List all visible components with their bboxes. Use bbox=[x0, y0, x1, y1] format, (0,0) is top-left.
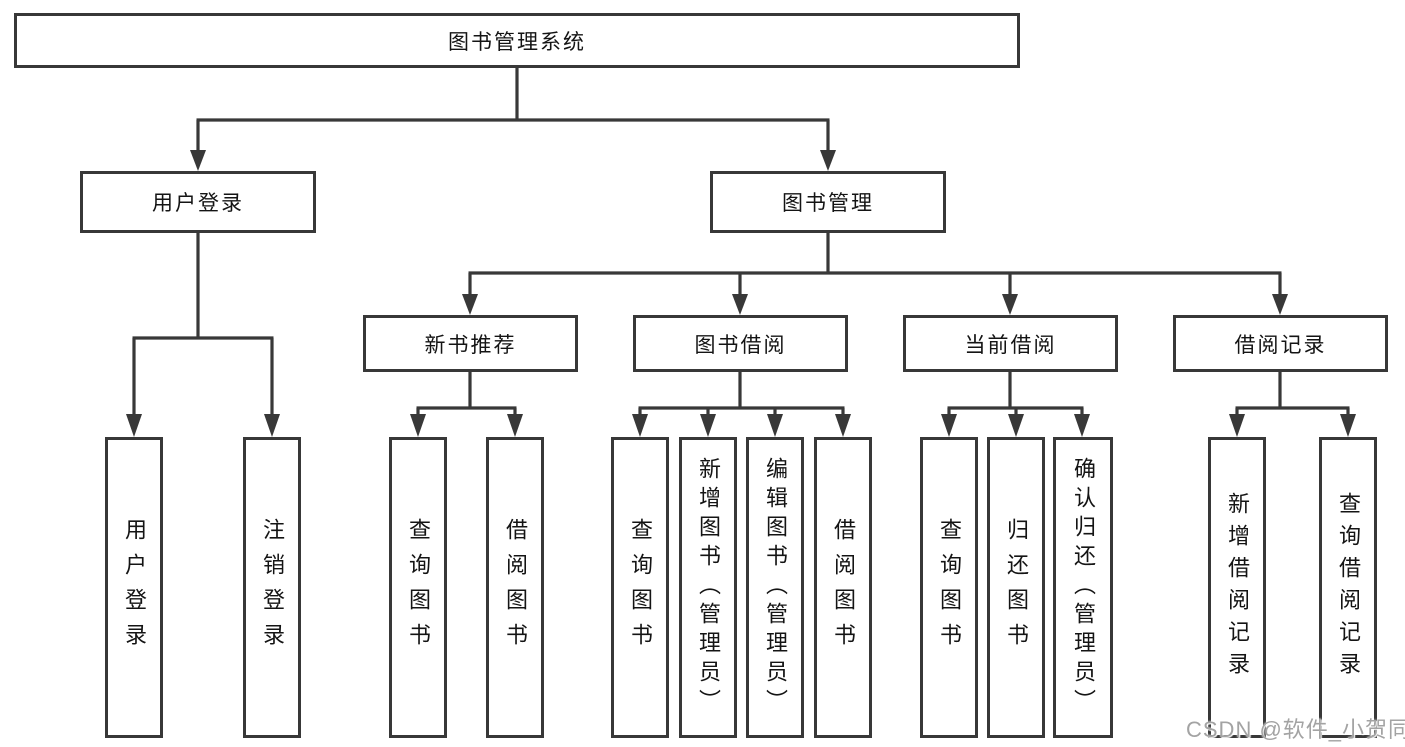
leaf-edit-books-admin-label: 编辑图书（管理员） bbox=[763, 457, 788, 718]
leaf-borrow-books-recommend-label: 借阅图书 bbox=[503, 517, 528, 658]
leaf-confirm-return-admin: 确认归还（管理员） bbox=[1053, 437, 1113, 738]
leaf-borrow-books-recommend: 借阅图书 bbox=[486, 437, 544, 738]
node-user-login: 用户登录 bbox=[80, 171, 316, 233]
leaf-query-books-current-label: 查询图书 bbox=[937, 517, 962, 658]
leaf-user-login: 用户登录 bbox=[105, 437, 163, 738]
leaf-borrow-books: 借阅图书 bbox=[814, 437, 872, 738]
leaf-return-books-label: 归还图书 bbox=[1004, 517, 1029, 658]
leaf-return-books: 归还图书 bbox=[987, 437, 1045, 738]
leaf-query-books-recommend: 查询图书 bbox=[389, 437, 447, 738]
leaf-add-borrow-record-label: 新增借阅记录 bbox=[1225, 491, 1250, 684]
node-current-borrowing: 当前借阅 bbox=[903, 315, 1118, 372]
leaf-query-books-recommend-label: 查询图书 bbox=[406, 517, 431, 658]
node-new-book-recommend: 新书推荐 bbox=[363, 315, 578, 372]
leaf-add-books-admin-label: 新增图书（管理员） bbox=[696, 457, 721, 718]
leaf-confirm-return-admin-label: 确认归还（管理员） bbox=[1071, 457, 1096, 718]
leaf-query-borrow-record-label: 查询借阅记录 bbox=[1336, 491, 1361, 684]
leaf-edit-books-admin: 编辑图书（管理员） bbox=[746, 437, 804, 738]
node-new-book-recommend-label: 新书推荐 bbox=[424, 333, 517, 357]
leaf-query-books-current: 查询图书 bbox=[920, 437, 978, 738]
leaf-query-books-borrow-label: 查询图书 bbox=[628, 517, 653, 658]
node-current-borrowing-label: 当前借阅 bbox=[964, 333, 1057, 357]
leaf-borrow-books-label: 借阅图书 bbox=[831, 517, 856, 658]
node-user-login-label: 用户登录 bbox=[152, 192, 244, 215]
node-root-label: 图书管理系统 bbox=[448, 30, 586, 54]
watermark-text: CSDN @软件_小贺同学 bbox=[1186, 717, 1405, 742]
leaf-user-login-label: 用户登录 bbox=[122, 517, 147, 658]
node-book-borrowing-label: 图书借阅 bbox=[694, 333, 787, 357]
node-book-management: 图书管理 bbox=[710, 171, 946, 233]
leaf-logout-label: 注销登录 bbox=[260, 517, 285, 658]
node-borrowing-records-label: 借阅记录 bbox=[1234, 333, 1327, 357]
leaf-query-books-borrow: 查询图书 bbox=[611, 437, 669, 738]
node-borrowing-records: 借阅记录 bbox=[1173, 315, 1388, 372]
leaf-add-books-admin: 新增图书（管理员） bbox=[679, 437, 737, 738]
leaf-add-borrow-record: 新增借阅记录 bbox=[1208, 437, 1266, 738]
node-book-borrowing: 图书借阅 bbox=[633, 315, 848, 372]
leaf-query-borrow-record: 查询借阅记录 bbox=[1319, 437, 1377, 738]
node-root: 图书管理系统 bbox=[14, 13, 1020, 68]
node-book-management-label: 图书管理 bbox=[782, 192, 874, 215]
leaf-logout: 注销登录 bbox=[243, 437, 301, 738]
